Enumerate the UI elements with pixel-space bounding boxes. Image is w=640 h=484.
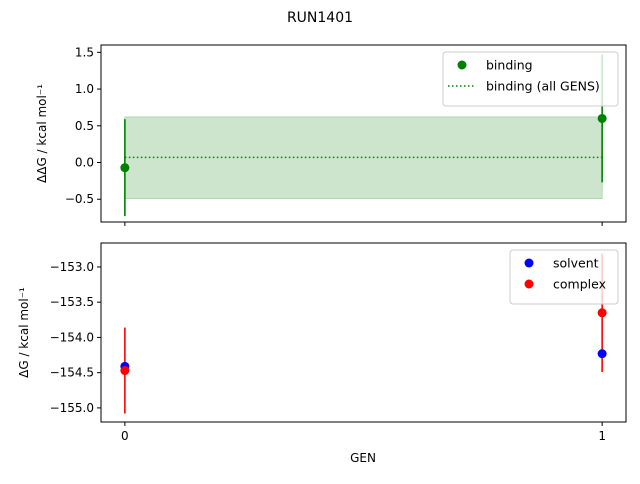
legend-box xyxy=(442,51,619,107)
legend-label: binding xyxy=(486,58,533,73)
data-point-complex xyxy=(597,308,607,318)
y-tick-label: −155.0 xyxy=(50,401,94,415)
axes-frame xyxy=(100,242,627,423)
y-tick-label: 0.0 xyxy=(75,156,94,170)
legend-marker xyxy=(457,60,467,70)
x-axis-label: GEN xyxy=(350,451,376,465)
legend-label: solvent xyxy=(553,256,599,271)
y-tick-label: −0.5 xyxy=(65,192,94,206)
legend-marker xyxy=(524,258,534,268)
legend-label: complex xyxy=(553,277,606,292)
panel-solvent-complex: −155.0 −154.5 −154.0 −153.5 −153.0 0 1 ΔG / kca… xyxy=(17,242,627,443)
legend-marker xyxy=(524,279,534,289)
axes-frame xyxy=(100,44,627,223)
y-tick-label: 1.5 xyxy=(75,45,94,59)
confidence-band xyxy=(124,116,603,199)
data-point-binding xyxy=(120,163,130,173)
data-point-complex xyxy=(120,366,130,376)
y-tick-label: 0.5 xyxy=(75,119,94,133)
data-point-binding xyxy=(597,113,607,123)
legend: solvent complex xyxy=(509,249,619,305)
y-tick-label: −153.5 xyxy=(50,295,94,309)
legend-label: binding (all GENS) xyxy=(486,79,600,94)
legend: binding binding (all GENS) xyxy=(442,51,619,107)
legend-box xyxy=(509,249,619,305)
y-tick-label: −154.0 xyxy=(50,330,94,344)
y-axis-label: ΔG / kcal mol⁻¹ xyxy=(17,287,31,378)
plot-area xyxy=(120,54,607,217)
y-tick-label: −154.5 xyxy=(50,366,94,380)
y-tick-label: −153.0 xyxy=(50,260,94,274)
chart-title: RUN1401 xyxy=(287,10,353,26)
x-tick-label: 0 xyxy=(121,429,129,443)
data-point-solvent xyxy=(597,349,607,359)
x-tick-label: 1 xyxy=(598,429,606,443)
y-tick-label: 1.0 xyxy=(75,82,94,96)
y-axis-label: ΔΔG / kcal mol⁻¹ xyxy=(35,84,49,183)
